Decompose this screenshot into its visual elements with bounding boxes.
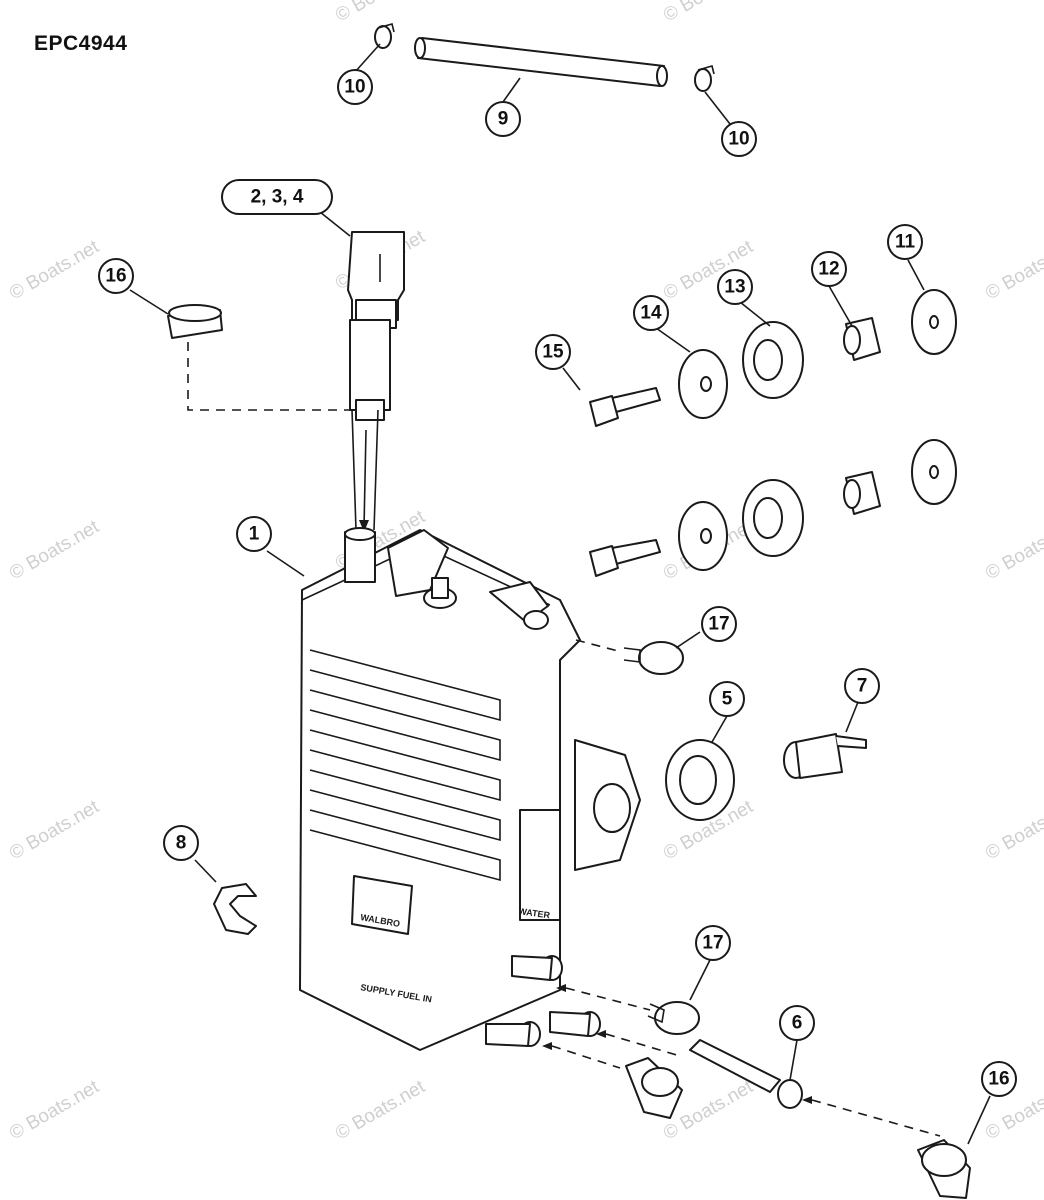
callout-5[interactable]: 5 [709,681,745,717]
svg-text:17: 17 [702,933,723,954]
callout-14[interactable]: 14 [633,295,669,331]
callout-8[interactable]: 8 [163,825,199,861]
hose-clamp-part [374,23,715,92]
callout-6[interactable]: 6 [779,1005,815,1041]
svg-text:2, 3, 4: 2, 3, 4 [251,187,304,208]
water-label: WATER [518,906,551,920]
svg-text:12: 12 [818,259,839,280]
callout-16[interactable]: 16 [981,1061,1017,1097]
callout-17[interactable]: 17 [701,606,737,642]
svg-text:10: 10 [728,129,749,150]
callout-7[interactable]: 7 [844,668,880,704]
watermark: © Boats.net [982,796,1044,864]
water-sensor-part [783,733,867,779]
svg-text:15: 15 [542,342,564,363]
svg-text:16: 16 [105,266,126,287]
watermark: © Boats.net [6,1076,103,1144]
callout-10[interactable]: 10 [337,69,373,105]
svg-text:5: 5 [722,689,733,710]
callout-1[interactable]: 1 [236,516,272,552]
svg-text:11: 11 [895,232,916,253]
fitting-part [542,1030,971,1199]
washer-part [678,349,728,571]
svg-text:1: 1 [249,524,260,545]
svg-text:13: 13 [724,277,745,298]
callout-10[interactable]: 10 [721,121,757,157]
callout-17[interactable]: 17 [695,925,731,961]
retainer-clip-part [213,883,257,935]
spacer-part [843,317,881,515]
callout-11[interactable]: 11 [887,224,923,260]
callout-9[interactable]: 9 [485,101,521,137]
svg-text:16: 16 [988,1069,1009,1090]
watermark: © Boats.net [332,1076,429,1144]
svg-text:8: 8 [176,833,187,854]
grommet-part [742,321,804,557]
watermark: © Boats.net [982,236,1044,304]
callout-2-3-4[interactable]: 2, 3, 4 [221,179,333,215]
flat-washer-part [911,289,957,505]
svg-text:7: 7 [857,676,868,697]
callout-15[interactable]: 15 [535,334,571,370]
hose-part [414,37,668,87]
clamp-part [556,639,700,1035]
fuel-filter-housing: WALBRO WATER SUPPLY FUEL IN [299,527,641,1051]
svg-text:10: 10 [344,77,365,98]
leader-lines [129,43,991,1145]
cap-part [167,304,350,411]
callout-12[interactable]: 12 [811,251,847,287]
svg-text:6: 6 [792,1013,803,1034]
callout-13[interactable]: 13 [717,269,753,305]
watermark: © Boats.net [6,516,103,584]
watermark: © Boats.net [660,0,757,26]
svg-text:14: 14 [640,303,662,324]
watermark: © Boats.net [6,236,103,304]
svg-text:9: 9 [498,109,509,130]
sensor-harness-part [347,231,405,532]
document-id: EPC4944 [34,32,128,55]
callout-16[interactable]: 16 [98,258,134,294]
watermark: © Boats.net [6,796,103,864]
watermark: © Boats.net [332,0,429,26]
watermark: © Boats.net [982,516,1044,584]
large-grommet-part [665,739,735,821]
bolt-part [589,387,661,577]
svg-text:17: 17 [708,614,729,635]
